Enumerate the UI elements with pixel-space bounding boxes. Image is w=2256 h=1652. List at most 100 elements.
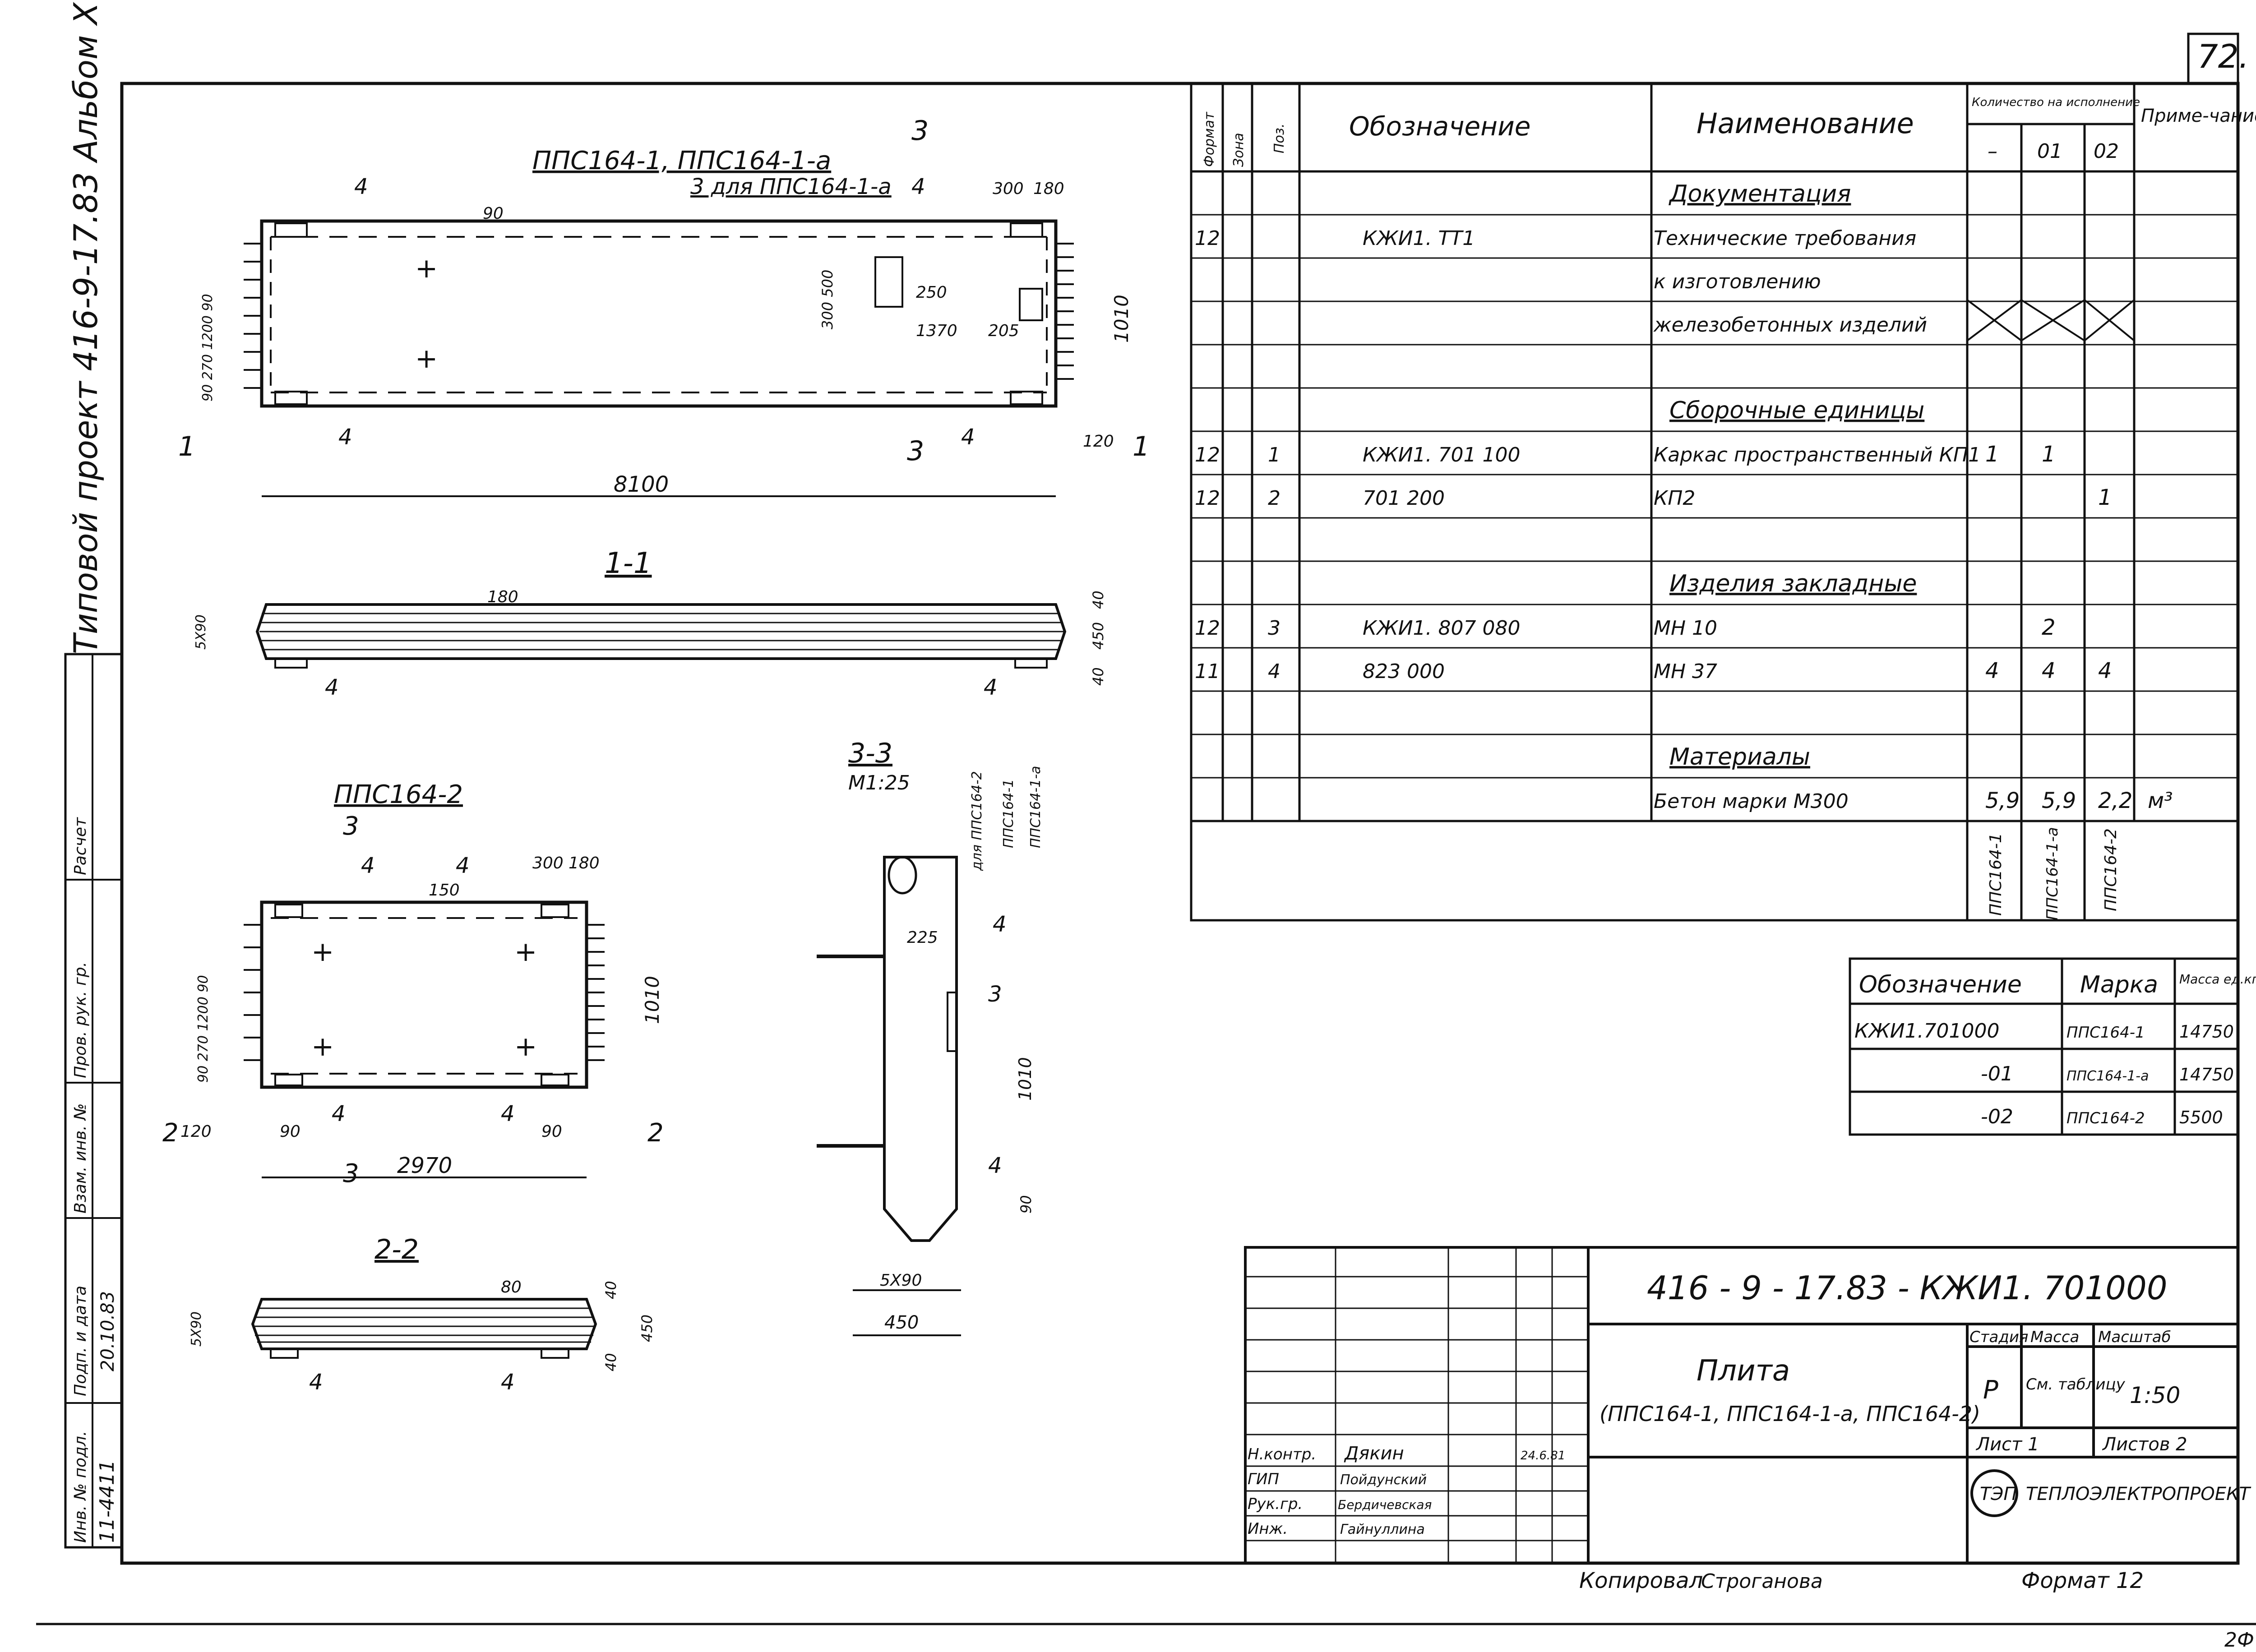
crossed-cells: [1966, 299, 2135, 341]
svg-text:90 270 1200 90: 90 270 1200 90: [200, 294, 216, 401]
section-2-2: 2-2 80 40 450 40 5Х90 4 4: [189, 1234, 656, 1395]
svg-text:Инж.: Инж.: [1248, 1520, 1288, 1538]
svg-text:ППС164-1: ППС164-1: [2066, 1024, 2145, 1042]
svg-text:Листов 2: Листов 2: [2102, 1434, 2187, 1455]
svg-text:4: 4: [961, 425, 975, 450]
svg-text:1370: 1370: [916, 322, 957, 340]
svg-text:ППС164-1-а: ППС164-1-а: [2066, 1068, 2149, 1084]
plan1-note: 3 для ППС164-1-а: [690, 174, 892, 199]
svg-text:ППС164-1-а: ППС164-1-а: [1028, 766, 1044, 848]
svg-text:90 270 1200 90: 90 270 1200 90: [195, 975, 211, 1083]
section33-title: 3-3: [848, 738, 892, 769]
spec-cell-format: 12: [1195, 487, 1220, 510]
spec-cell-name: Каркас пространственный КП1: [1654, 443, 1981, 466]
svg-text:Дякин: Дякин: [1344, 1443, 1404, 1464]
spec-cell-note: м³: [2148, 788, 2173, 813]
svg-text:3: 3: [343, 1159, 359, 1188]
title-block: 416 - 9 - 17.83 - КЖИ1. 701000 Плита (ПП…: [1244, 1246, 2251, 1564]
svg-text:-01: -01: [1981, 1062, 2013, 1085]
svg-text:Гайнуллина: Гайнуллина: [1340, 1522, 1425, 1537]
vertical-title: Типовой проект 416-9-17.83 Альбом X и.2: [67, 0, 105, 654]
spec-cell-name: Бетон марки М300: [1654, 790, 1849, 813]
spec-section-header: Изделия закладные: [1669, 570, 1917, 597]
svg-text:450: 450: [884, 1312, 919, 1333]
svg-text:КЖИ1.701000: КЖИ1.701000: [1854, 1020, 2000, 1043]
svg-text:Зона: Зона: [1231, 133, 1247, 167]
spec-cell-designation: КЖИ1. ТТ1: [1363, 227, 1475, 250]
svg-text:90: 90: [280, 1122, 300, 1141]
spec-cell-format: 11: [1195, 660, 1220, 683]
spec-row-lines: [1191, 214, 2238, 822]
svg-text:Плита: Плита: [1697, 1354, 1790, 1388]
spec-cell-name: железобетонных изделий: [1653, 314, 1927, 337]
section11-title: 1-1: [605, 547, 652, 580]
svg-text:225: 225: [907, 928, 938, 947]
spec-cell-qty: 4: [2042, 658, 2056, 683]
svg-text:Поз.: Поз.: [1271, 124, 1287, 153]
svg-text:Н.контр.: Н.контр.: [1248, 1445, 1316, 1463]
svg-text:90: 90: [541, 1122, 562, 1141]
spec-section-header: Сборочные единицы: [1669, 397, 1924, 424]
svg-text:Пойдунский: Пойдунский: [1340, 1472, 1427, 1488]
svg-text:1: 1: [178, 431, 195, 462]
spec-footer-marks: ППС164-1 ППС164-1-а ППС164-2: [1987, 827, 2120, 920]
svg-text:450: 450: [1090, 622, 1107, 650]
svg-text:1010: 1010: [1110, 295, 1133, 343]
svg-text:20.10.83: 20.10.83: [97, 1291, 118, 1371]
spec-cell-qty: 1: [2098, 485, 2112, 510]
svg-text:+: +: [514, 936, 537, 968]
svg-text:180: 180: [569, 854, 600, 872]
svg-text:для ППС164-2: для ППС164-2: [969, 771, 985, 871]
svg-text:90: 90: [1017, 1195, 1035, 1214]
title-code: 416 - 9 - 17.83 - КЖИ1. 701000: [1647, 1269, 2168, 1307]
plan-1: ППС164-1, ППС164-1-а 3 для ППС164-1-а + …: [178, 115, 1150, 497]
svg-text:Бердичевская: Бердичевская: [1338, 1497, 1432, 1512]
section22-title: 2-2: [374, 1234, 419, 1265]
svg-text:4: 4: [993, 912, 1007, 937]
svg-text:11-4411: 11-4411: [96, 1460, 119, 1543]
svg-text:250: 250: [916, 283, 947, 302]
svg-text:Пров. рук. гр.: Пров. рук. гр.: [71, 962, 90, 1078]
svg-text:300: 300: [993, 180, 1024, 198]
section33-scale: М1:25: [848, 771, 910, 794]
svg-text:2970: 2970: [397, 1153, 452, 1178]
svg-text:Масштаб: Масштаб: [2098, 1328, 2171, 1346]
svg-text:150: 150: [429, 881, 460, 900]
section-3-3: 3-3 М1:25 для ППС164-2 ППС164-1 ППС164-1…: [817, 738, 1044, 1336]
mass-table: Обозначение Марка Масса ед.кг КЖИ1.70100…: [1849, 957, 2256, 1136]
svg-text:Марка: Марка: [2080, 971, 2158, 998]
svg-text:180: 180: [487, 588, 518, 606]
svg-text:4: 4: [456, 853, 470, 878]
svg-text:120: 120: [1083, 432, 1114, 451]
svg-text:4: 4: [501, 1101, 515, 1126]
svg-text:5Х90: 5Х90: [189, 1311, 204, 1347]
svg-text:4: 4: [988, 1153, 1002, 1178]
svg-text:8100: 8100: [614, 472, 669, 497]
svg-text:Масса: Масса: [2030, 1328, 2079, 1346]
svg-text:ГИП: ГИП: [1248, 1470, 1279, 1488]
svg-text:-02: -02: [1981, 1105, 2013, 1128]
svg-text:24.6.81: 24.6.81: [1521, 1449, 1565, 1463]
plan-2: ППС164-2 + + + + 2970 1010 90 90 120 150: [162, 780, 664, 1188]
svg-text:ППС164-1-а: ППС164-1-а: [2043, 827, 2062, 920]
svg-text:ППС164-1: ППС164-1: [1987, 833, 2005, 916]
svg-text:Лист 1: Лист 1: [1975, 1434, 2039, 1455]
svg-text:120: 120: [180, 1122, 212, 1141]
svg-text:3: 3: [911, 115, 929, 147]
spec-cell-qty: 5,9: [2042, 788, 2076, 813]
svg-text:2: 2: [647, 1118, 664, 1148]
svg-text:4: 4: [361, 853, 375, 878]
svg-text:(ППС164-1, ППС164-1-а, ППС164-: (ППС164-1, ППС164-1-а, ППС164-2): [1600, 1402, 1980, 1426]
spec-cell-format: 12: [1195, 227, 1220, 250]
svg-text:2: 2: [162, 1118, 179, 1148]
svg-text:5500: 5500: [2179, 1107, 2223, 1127]
copied-by-name: Строганова: [1701, 1570, 1823, 1593]
svg-text:40: 40: [1090, 667, 1107, 686]
svg-text:4: 4: [984, 675, 998, 700]
svg-text:ППС164-2: ППС164-2: [2102, 828, 2120, 911]
svg-text:+: +: [514, 1031, 537, 1062]
svg-text:+: +: [311, 1031, 334, 1062]
spec-cell-name: МН 10: [1654, 617, 1717, 640]
svg-text:Приме-чание: Приме-чание: [2141, 106, 2256, 126]
svg-text:02: 02: [2094, 140, 2119, 163]
